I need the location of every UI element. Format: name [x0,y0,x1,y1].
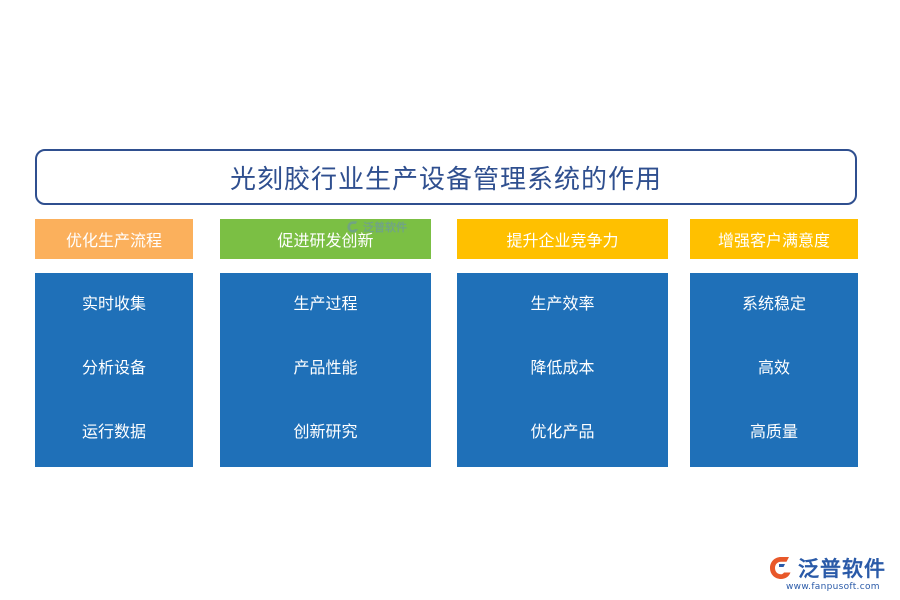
column-item: 系统稳定 [741,294,806,313]
column-item: 优化产品 [530,422,595,441]
column-item: 实时收集 [81,294,146,313]
column-item: 创新研究 [293,422,358,441]
column-item: 生产效率 [530,294,595,313]
column-header-label: 增强客户满意度 [717,231,830,250]
column-item: 产品性能 [293,358,358,377]
column-header-label: 优化生产流程 [65,231,162,250]
column-item: 高质量 [749,422,798,441]
column-header-0: 优化生产流程 [35,219,193,259]
diagram-title-box: 光刻胶行业生产设备管理系统的作用 [35,149,857,205]
brand-logo: 泛普软件 www.fanpusoft.com [768,553,892,597]
column-header-3: 增强客户满意度 [690,219,858,259]
watermark-text: 泛普软件 [363,221,407,234]
fanpu-logo-icon [770,557,791,579]
column-body-3: 系统稳定 高效 高质量 [690,273,858,467]
column-item: 高效 [757,358,790,377]
column-header-2: 提升企业竞争力 [457,219,668,259]
column-body-1: 生产过程 产品性能 创新研究 [220,273,431,467]
diagram-title: 光刻胶行业生产设备管理系统的作用 [229,164,662,195]
column-header-1: 促进研发创新 [220,219,431,259]
watermark: 泛普软件 [346,218,407,236]
column-body-2: 生产效率 降低成本 优化产品 [457,273,668,467]
column-item: 分析设备 [81,358,146,377]
fanpu-logo-icon [347,221,358,233]
column-body-0: 实时收集 分析设备 运行数据 [35,273,193,467]
logo-name: 泛普软件 [798,557,886,581]
column-item: 降低成本 [530,358,595,377]
column-item: 运行数据 [81,422,146,441]
column-header-label: 促进研发创新 [277,231,374,250]
column-item: 生产过程 [293,294,358,313]
column-header-label: 提升企业竞争力 [506,231,619,250]
logo-url: www.fanpusoft.com [786,582,880,592]
